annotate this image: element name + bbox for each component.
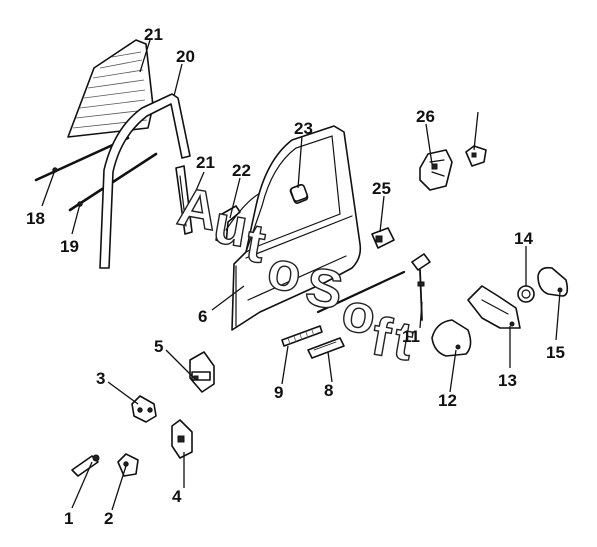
part-hinge-2	[117, 453, 139, 477]
part-regulator-rail	[175, 165, 193, 235]
callout-14: 14	[514, 229, 533, 248]
part-hinge-3	[131, 395, 157, 423]
callout-6: 6	[198, 307, 207, 326]
callout-5: 5	[154, 337, 163, 356]
callout-13: 13	[498, 371, 517, 390]
part-pin-1	[71, 454, 100, 477]
callout-3: 3	[96, 369, 105, 388]
callout-20: 21	[196, 153, 215, 172]
callout-19: 20	[176, 47, 195, 66]
callout-18: 21	[144, 25, 163, 44]
part-trim-strip	[316, 270, 406, 314]
part-hinge-upper	[189, 351, 215, 393]
callout-12: 12	[438, 391, 457, 410]
callout-15: 15	[546, 343, 565, 362]
callout-11: 11	[402, 327, 420, 346]
callout-16: 18	[26, 209, 45, 228]
part-emblem-8	[307, 337, 345, 359]
callout-2: 2	[104, 509, 113, 528]
part-mirror-body	[467, 285, 521, 329]
part-outer-handle	[290, 184, 308, 202]
callout-9: 9	[274, 383, 283, 402]
callout-8: 8	[324, 381, 333, 400]
watermark-letter: o	[263, 240, 306, 305]
callout-labels: 21 20 18 19 21 22 23 25 26 6 5 3 4 1 2 9…	[26, 25, 565, 528]
part-striker	[371, 227, 395, 249]
part-moulding-9	[281, 325, 323, 347]
callout-1: 1	[64, 509, 73, 528]
callout-23: 25	[372, 179, 391, 198]
part-hinge-4	[171, 419, 193, 459]
callout-25: 26	[416, 107, 435, 126]
part-mirror-adjuster	[517, 285, 535, 303]
callout-4: 4	[172, 487, 182, 506]
callout-22: 23	[294, 119, 313, 138]
part-mirror-glass	[537, 266, 569, 297]
leader-lines	[41, 39, 561, 511]
callout-21: 22	[232, 161, 251, 180]
part-window-channel	[99, 93, 191, 269]
part-mirror-housing	[431, 319, 472, 357]
callout-17: 19	[60, 237, 79, 256]
part-lock-mechanism	[419, 149, 453, 191]
part-latch-clip	[465, 145, 487, 167]
